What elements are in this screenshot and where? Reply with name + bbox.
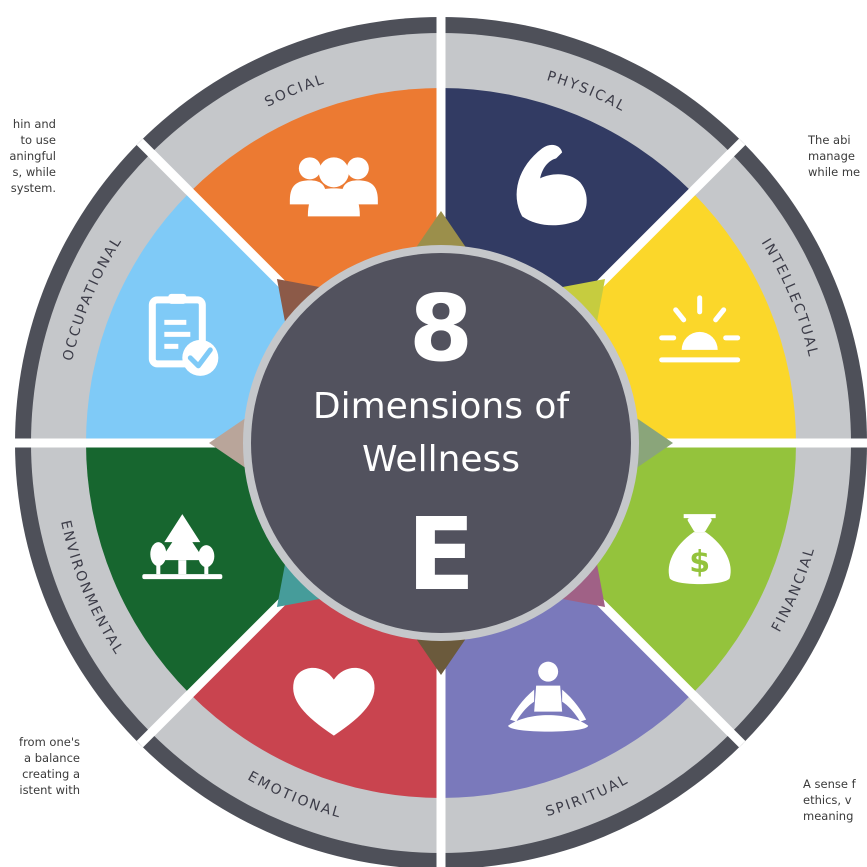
side-text-line: meaning: [803, 809, 854, 823]
center-circle: [251, 253, 631, 633]
side-text-line: hin and: [12, 117, 56, 131]
title-number: 8: [409, 275, 473, 382]
side-text-top-left: hin and to use aningful s, while system.: [0, 116, 56, 196]
wheel-graphic: PHYSICALINTELLECTUALFINANCIALSPIRITUALEM…: [15, 17, 867, 867]
side-text-line: istent with: [19, 783, 80, 797]
side-text-line: ethics, v: [803, 793, 852, 807]
side-text-line: aningful: [9, 149, 56, 163]
logo-letter: E: [407, 496, 475, 613]
side-text-line: from one's: [19, 735, 80, 749]
side-text-line: system.: [10, 181, 56, 195]
ring-separator: [690, 149, 735, 194]
side-text-line: s, while: [12, 165, 56, 179]
center-title-block: 8 Dimensions of Wellness E: [313, 275, 571, 613]
title-line-2: Wellness: [362, 439, 520, 480]
side-text-line: a balance: [24, 751, 80, 765]
side-text-line: A sense f: [803, 777, 856, 791]
ring-separator: [147, 149, 192, 194]
side-text-bottom-right: A sense f ethics, v meaning: [803, 776, 867, 824]
side-text-top-right: The abi manage while me: [808, 132, 867, 180]
title-line-1: Dimensions of: [313, 386, 571, 427]
ring-separator: [690, 692, 735, 737]
side-text-line: The abi: [808, 133, 851, 147]
ring-separator: [147, 692, 192, 737]
side-text-line: creating a: [22, 767, 80, 781]
side-text-line: to use: [20, 133, 56, 147]
side-text-bottom-left: from one's a balance creating a istent w…: [0, 734, 80, 798]
side-text-line: manage: [808, 149, 855, 163]
side-text-line: while me: [808, 165, 861, 179]
